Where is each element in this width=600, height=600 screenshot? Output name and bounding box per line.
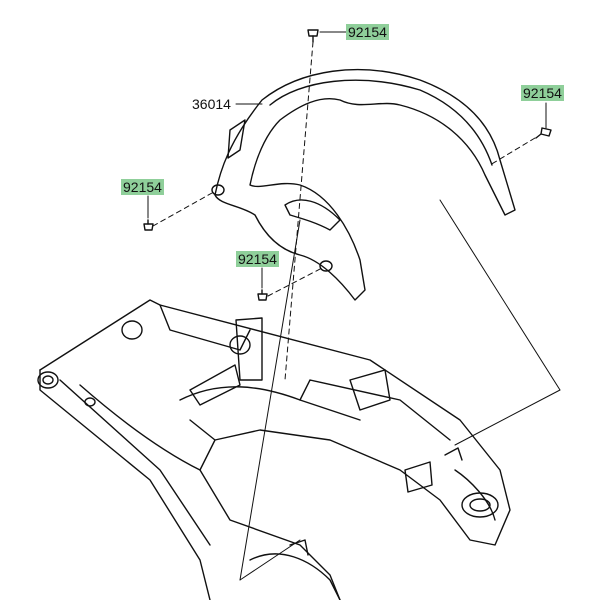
dashed-alignment-lines	[152, 41, 536, 381]
swingarm-part	[37, 299, 511, 600]
part-label-92154-center[interactable]: 92154	[236, 251, 279, 267]
bolt-icon-center	[257, 289, 268, 301]
leader-lines	[147, 31, 561, 581]
bolt-icon-right	[535, 127, 552, 139]
bolt-icon-left	[143, 219, 154, 231]
part-label-92154-left[interactable]: 92154	[121, 179, 164, 195]
part-label-36014: 36014	[192, 96, 231, 112]
part-label-92154-top[interactable]: 92154	[346, 24, 389, 40]
bolt-icon-top	[307, 29, 319, 43]
part-label-92154-right[interactable]: 92154	[521, 85, 564, 101]
chain-cover-part	[211, 68, 516, 301]
